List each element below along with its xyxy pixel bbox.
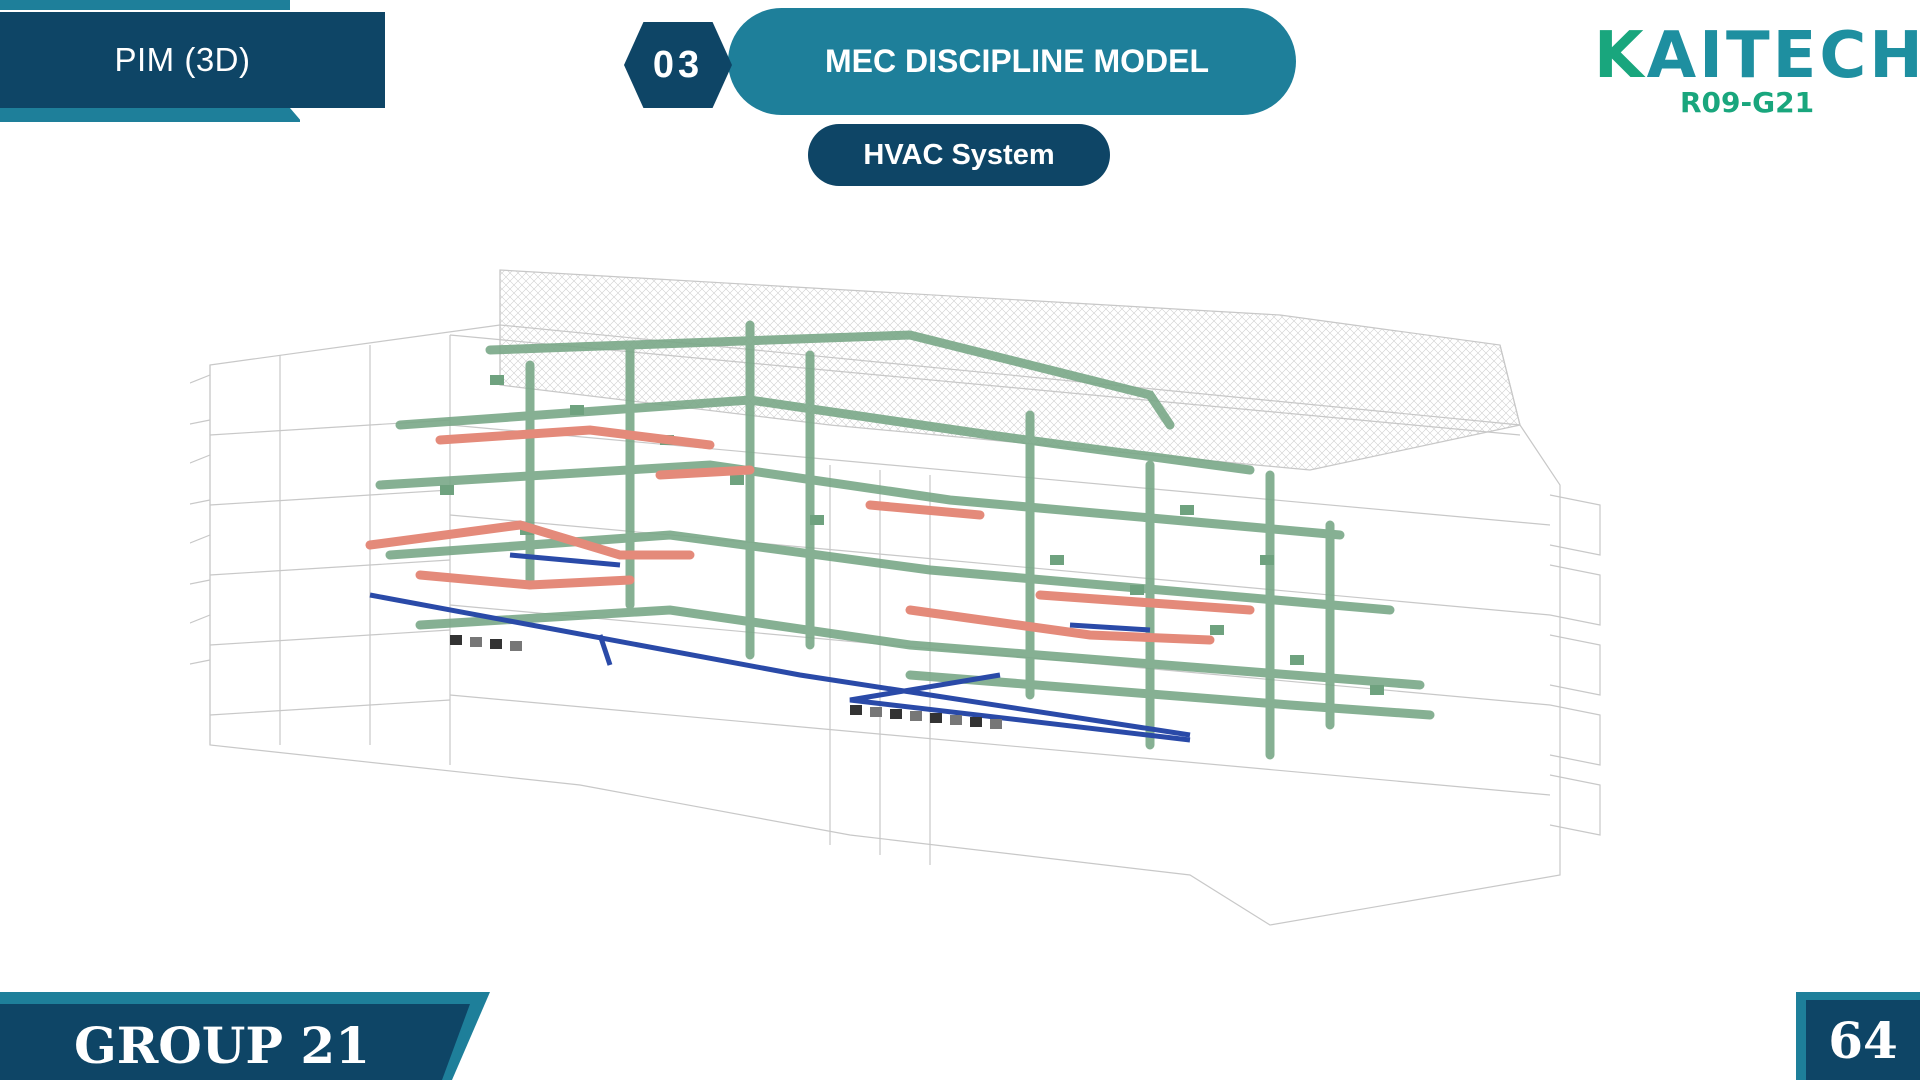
section-label: PIM (3D) xyxy=(114,41,251,78)
hvac-3d-model-image xyxy=(190,269,1601,926)
return-ductwork xyxy=(365,425,1255,645)
outdoor-units xyxy=(450,635,1002,729)
building-wireframe xyxy=(190,269,1601,926)
discipline-title: MEC DISCIPLINE MODEL xyxy=(824,43,1209,79)
section-tab: PIM (3D) xyxy=(0,12,385,108)
section-number-hexagon: 03 xyxy=(624,22,732,108)
kaitech-logo: KAITECH R09-G21 xyxy=(1594,24,1920,119)
section-number: 03 xyxy=(652,43,704,86)
page-number-box: 64 xyxy=(1806,1000,1920,1080)
chilled-water-piping xyxy=(369,552,1191,743)
supply-ductwork xyxy=(375,320,1435,760)
system-subtitle: HVAC System xyxy=(863,138,1055,171)
group-label: GROUP 21 xyxy=(74,1016,370,1075)
group-tab: GROUP 21 xyxy=(0,1004,470,1080)
page-number: 64 xyxy=(1828,1010,1898,1070)
logo-wordmark-rest: AITECH xyxy=(1646,19,1920,93)
logo-wordmark-k: K xyxy=(1594,19,1647,93)
discipline-title-pill: MEC DISCIPLINE MODEL xyxy=(728,8,1296,115)
system-subtitle-pill: HVAC System xyxy=(808,124,1110,186)
logo-wordmark: KAITECH xyxy=(1594,24,1920,88)
logo-code: R09-G21 xyxy=(1679,86,1815,119)
